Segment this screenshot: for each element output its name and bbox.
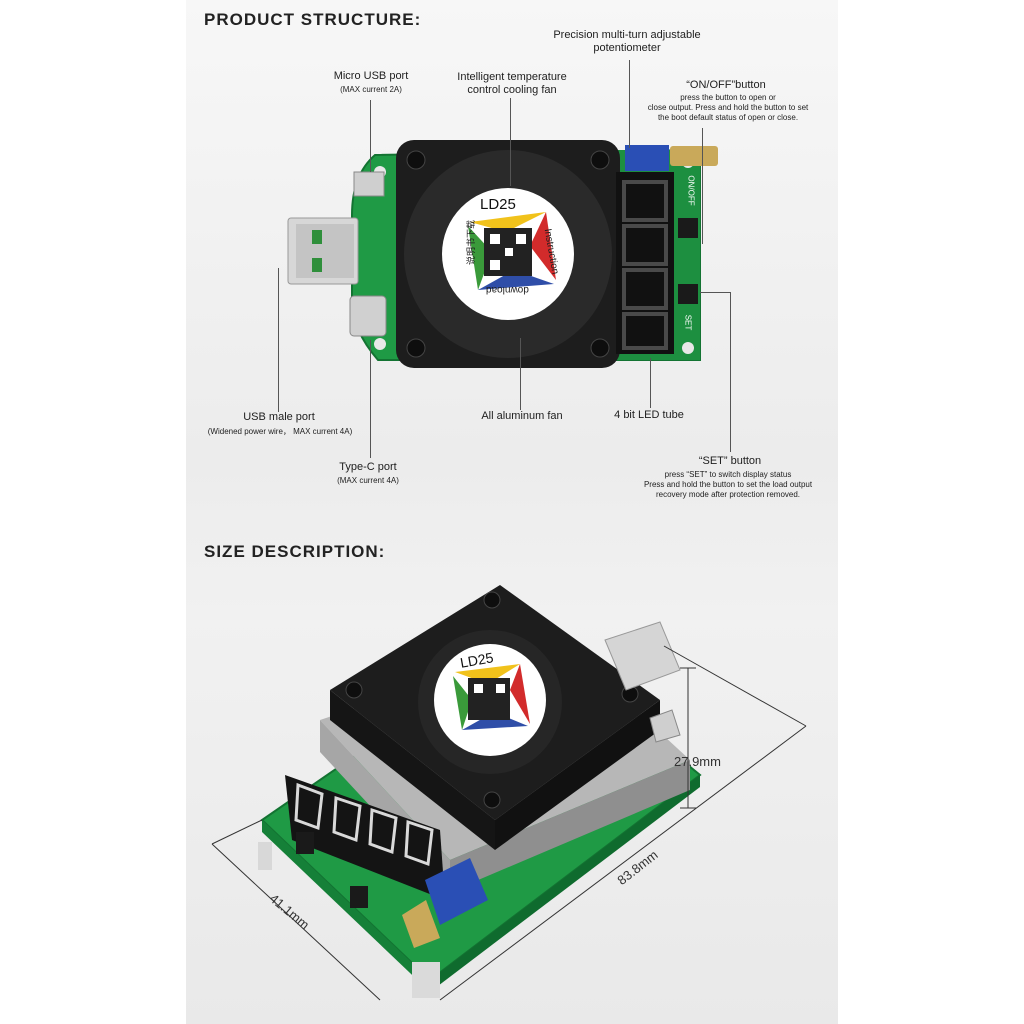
micro-usb-sub: (MAX current 2A) [340, 85, 402, 94]
structure-heading: PRODUCT STRUCTURE: [204, 10, 422, 29]
led-tube-label: 4 bit LED tube [614, 409, 684, 421]
set-label: “SET” button [698, 455, 762, 467]
onoff-desc-2: close output. Press and hold the button … [647, 103, 809, 112]
usb-male-label: USB male port [243, 411, 315, 423]
micro-usb-connector [353, 171, 385, 197]
set-button-top [678, 284, 698, 304]
model-label-top: LD25 [480, 196, 516, 213]
set-leader-h [700, 292, 730, 293]
fan-label-line1: Intelligent temperature [457, 71, 567, 83]
sticker-download: download [486, 284, 529, 295]
type-c-connector [349, 295, 387, 337]
set-desc-2: Press and hold the button to set the loa… [643, 480, 813, 489]
set-desc-3: recovery mode after protection removed. [655, 490, 801, 499]
aluminum-fan-label: All aluminum fan [481, 410, 563, 422]
onoff-desc-3: the boot default status of open or close… [657, 113, 799, 122]
fan-label-line2: control cooling fan [467, 84, 557, 96]
usb-male-leader [278, 268, 279, 412]
onoff-desc-1: press the button to open or [680, 93, 776, 102]
led-display-top [616, 172, 674, 354]
set-silkscreen: SET [683, 314, 693, 331]
led-tube-leader [650, 358, 651, 408]
dimension-lines [211, 645, 807, 1001]
device-isometric [258, 585, 702, 998]
sticker-chinese: 说明书下载 [466, 219, 477, 266]
micro-usb-label: Micro USB port [333, 70, 409, 82]
type-c-label: Type-C port [339, 461, 397, 473]
aluminum-fan-leader [520, 338, 521, 410]
onoff-label: “ON/OFF”button [686, 79, 766, 91]
potentiometer-label-line1: Precision multi-turn adjustable [553, 29, 701, 41]
set-desc-1: press “SET” to switch display status [664, 470, 792, 479]
set-leader-v [730, 292, 731, 452]
potentiometer-label-line2: potentiometer [593, 42, 661, 54]
potentiometer-leader [629, 60, 630, 148]
potentiometer-knob [670, 146, 718, 166]
type-c-sub: (MAX current 4A) [337, 476, 399, 485]
usb-male-sub: (Widened power wire， MAX current 4A) [207, 427, 353, 436]
fan-top [396, 140, 620, 368]
fan-leader [510, 98, 511, 186]
onoff-silkscreen: ON/OFF [686, 175, 696, 206]
micro-usb-leader [370, 100, 371, 172]
onoff-leader [702, 128, 703, 244]
potentiometer-body [625, 145, 669, 171]
onoff-button-top [678, 218, 698, 238]
size-heading: SIZE DESCRIPTION: [204, 542, 386, 561]
usb-male-top [287, 217, 359, 285]
height-dimension: 27.9mm [674, 754, 721, 769]
type-c-leader [370, 340, 371, 458]
